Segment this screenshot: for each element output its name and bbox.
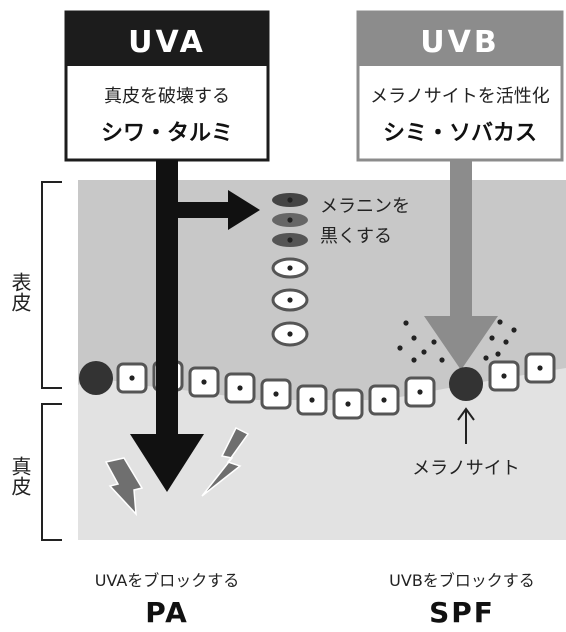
cell [188, 366, 220, 398]
melanin-capsules [271, 193, 309, 347]
epidermis-label: 表皮 [8, 272, 32, 312]
cell [224, 372, 256, 404]
epidermis-bracket [41, 181, 62, 389]
cell [488, 360, 520, 392]
cell [368, 384, 400, 416]
pa-label: PA [145, 596, 189, 628]
cell [332, 388, 364, 420]
cell [296, 384, 328, 416]
cell [524, 352, 556, 384]
cell [260, 378, 292, 410]
cell [404, 376, 436, 408]
uva-title: UVA [128, 25, 206, 60]
uvb-arrow-head [424, 316, 498, 370]
uva-description: 真皮を破壊する [104, 86, 230, 107]
melanin-note-line1: メラニンを [320, 196, 410, 217]
dermis-label: 真皮 [8, 456, 32, 496]
lightning-icon-right [201, 426, 250, 497]
uva-arrow-head [130, 434, 204, 492]
uvb-block-text: UVBをブロックする [389, 571, 535, 590]
melanin-particles [397, 319, 517, 363]
melanocyte-label: メラノサイト [412, 458, 520, 479]
uva-branch-head [228, 190, 260, 230]
uva-arrow-shaft [156, 160, 178, 438]
uvb-effect: シミ・ソバカス [383, 121, 537, 146]
uvb-description: メラノサイトを活性化 [370, 86, 550, 107]
melanocyte-cell [449, 367, 483, 401]
uva-branch-shaft [178, 202, 232, 218]
uvb-header [358, 12, 562, 66]
spf-label: SPF [429, 596, 495, 628]
dermis-bracket [41, 403, 62, 541]
uvb-arrow-shaft [450, 160, 472, 320]
melanin-note-line2: 黒くする [320, 226, 392, 247]
melanocyte-pointer-head [457, 407, 475, 421]
uva-effect: シワ・タルミ [101, 121, 233, 146]
lightning-icon-left [104, 457, 144, 517]
cell [116, 362, 148, 394]
cell-dark-left [79, 361, 113, 395]
uvb-title: UVB [420, 25, 499, 60]
dermis-boundary [78, 368, 566, 408]
uva-block-text: UVAをブロックする [95, 571, 240, 590]
uva-header [66, 12, 268, 66]
